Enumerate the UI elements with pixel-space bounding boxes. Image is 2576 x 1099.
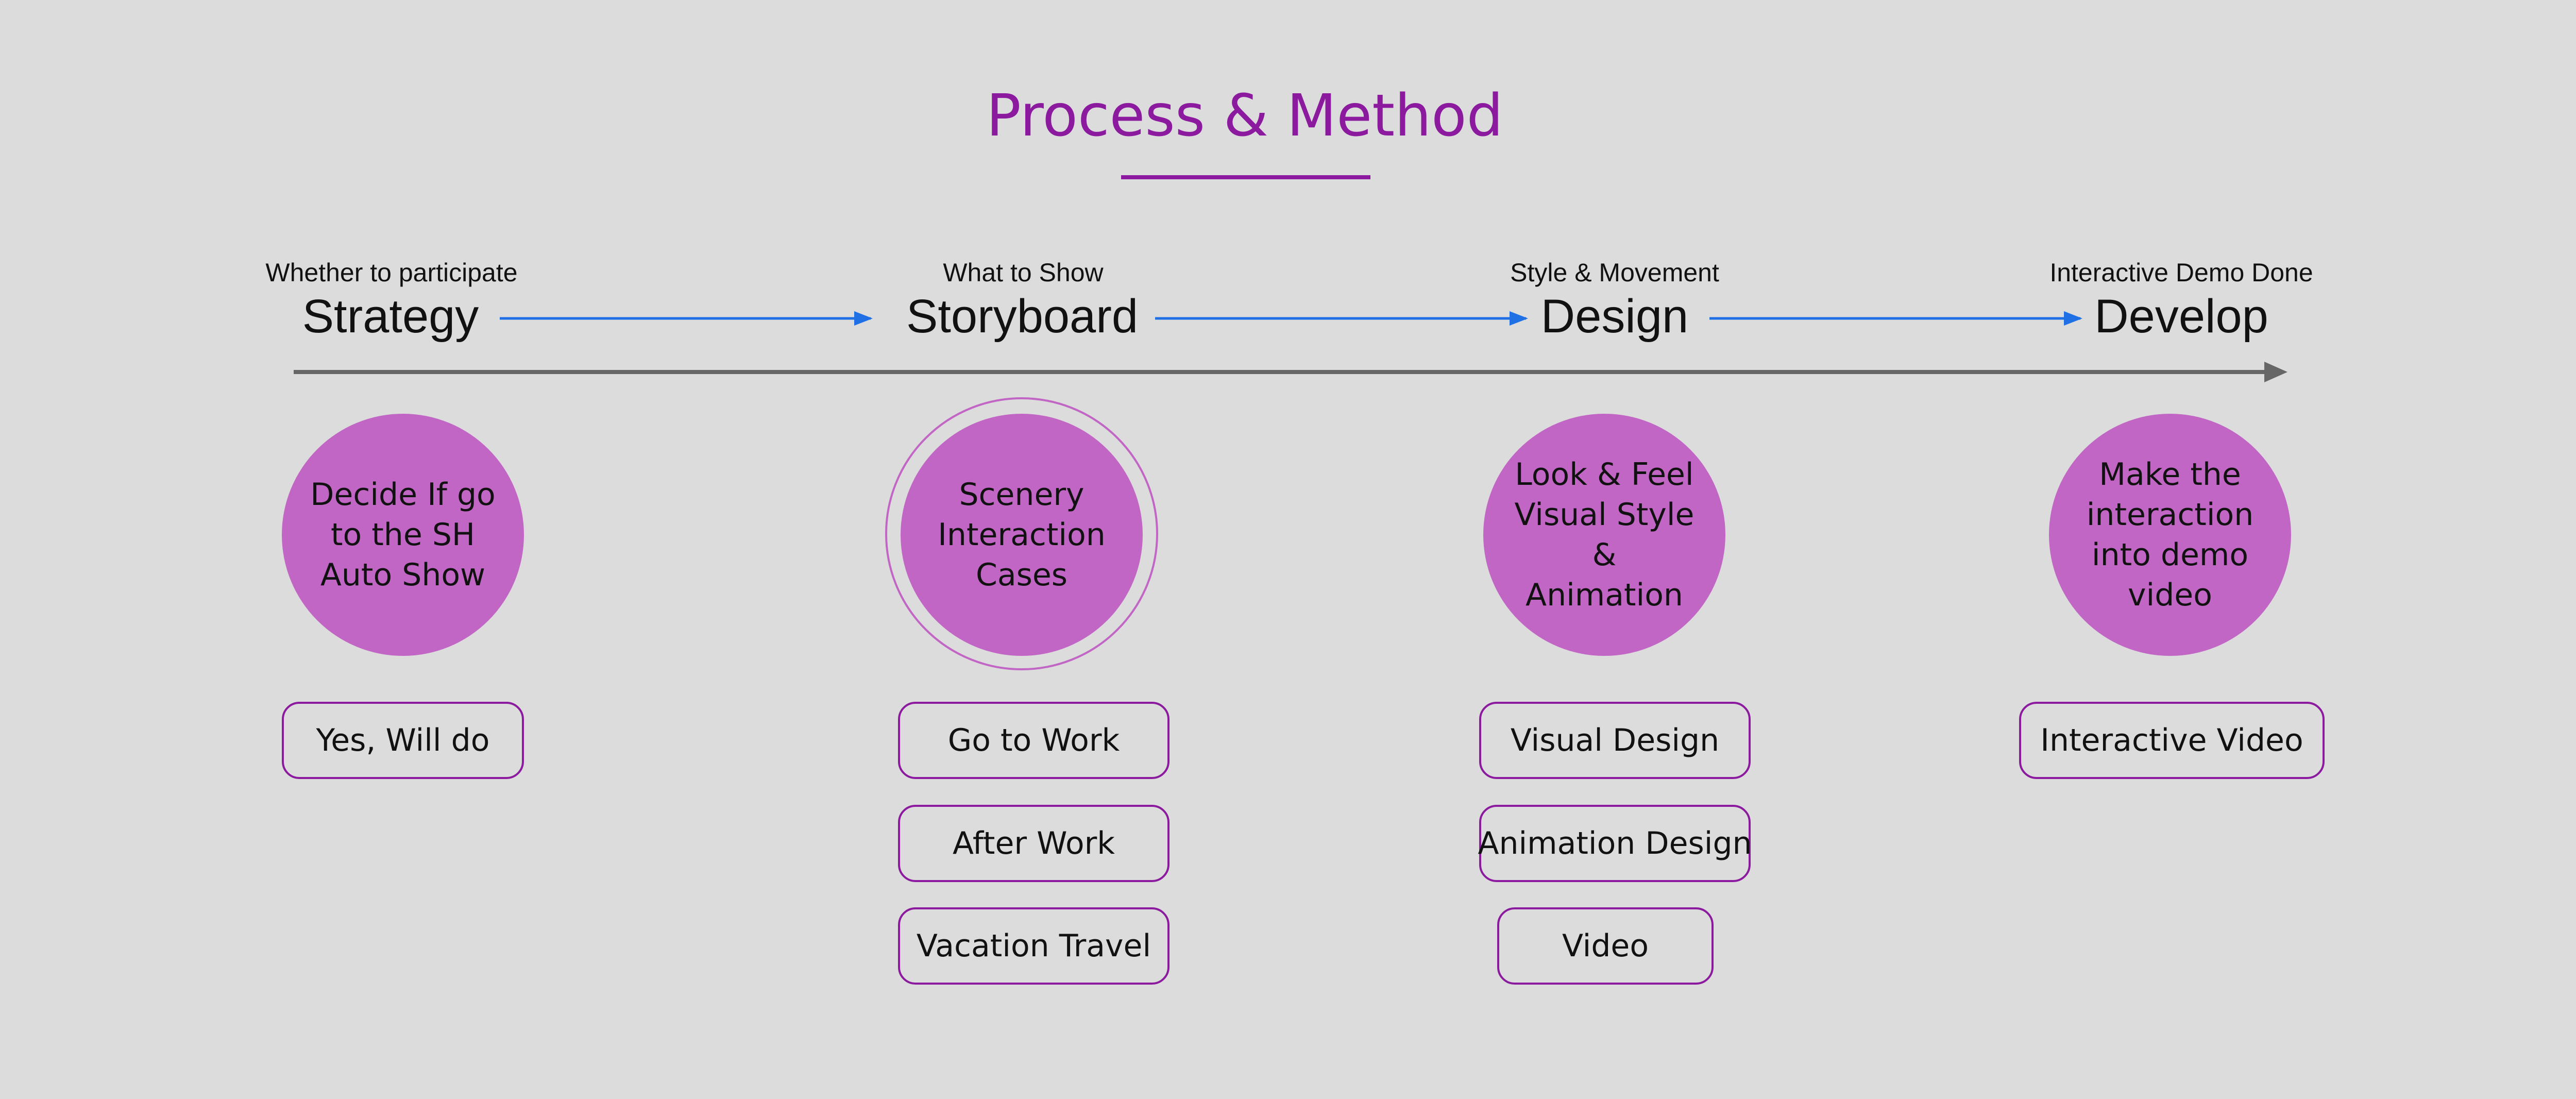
outcome-box: After Work	[898, 805, 1170, 882]
circle-design: Look & Feel Visual Style & Animation	[1483, 414, 1725, 656]
circle-label: Make the interaction into demo video	[2086, 456, 2254, 613]
focus-ring	[885, 397, 1158, 670]
phase-subtitle-strategy: Whether to participate	[265, 258, 518, 287]
phase-subtitle-storyboard: What to Show	[943, 258, 1104, 287]
outcome-box: Visual Design	[1479, 702, 1751, 779]
arrowhead-1	[854, 311, 873, 326]
outcome-box: Video	[1497, 907, 1714, 985]
circle-strategy: Decide If go to the SH Auto Show	[282, 414, 524, 656]
outcome-box: Animation Design	[1478, 805, 1752, 882]
phase-title-storyboard: Storyboard	[906, 290, 1139, 343]
outcome-box: Go to Work	[898, 702, 1170, 779]
outcome-box: Yes, Will do	[282, 702, 524, 779]
phase-subtitle-design: Style & Movement	[1510, 258, 1719, 287]
circle-label: Look & Feel Visual Style & Animation	[1514, 456, 1694, 613]
outcome-box: Vacation Travel	[898, 907, 1170, 985]
page-title: Process & Method	[986, 82, 1503, 149]
phase-subtitle-develop: Interactive Demo Done	[2049, 258, 2313, 287]
phase-title-strategy: Strategy	[302, 290, 479, 343]
phase-title-design: Design	[1540, 290, 1689, 343]
outcome-box: Interactive Video	[2019, 702, 2325, 779]
circle-develop: Make the interaction into demo video	[2049, 414, 2291, 656]
circle-label: Decide If go to the SH Auto Show	[310, 477, 496, 593]
circle-label: Scenery Interaction Cases	[938, 477, 1106, 593]
phase-title-develop: Develop	[2094, 290, 2268, 343]
title-underline	[1121, 175, 1370, 179]
arrowhead-3	[2064, 311, 2082, 326]
circle-storyboard: Scenery Interaction Cases	[901, 414, 1143, 656]
timeline-arrowhead	[2264, 362, 2287, 382]
arrowhead-2	[1510, 311, 1528, 326]
